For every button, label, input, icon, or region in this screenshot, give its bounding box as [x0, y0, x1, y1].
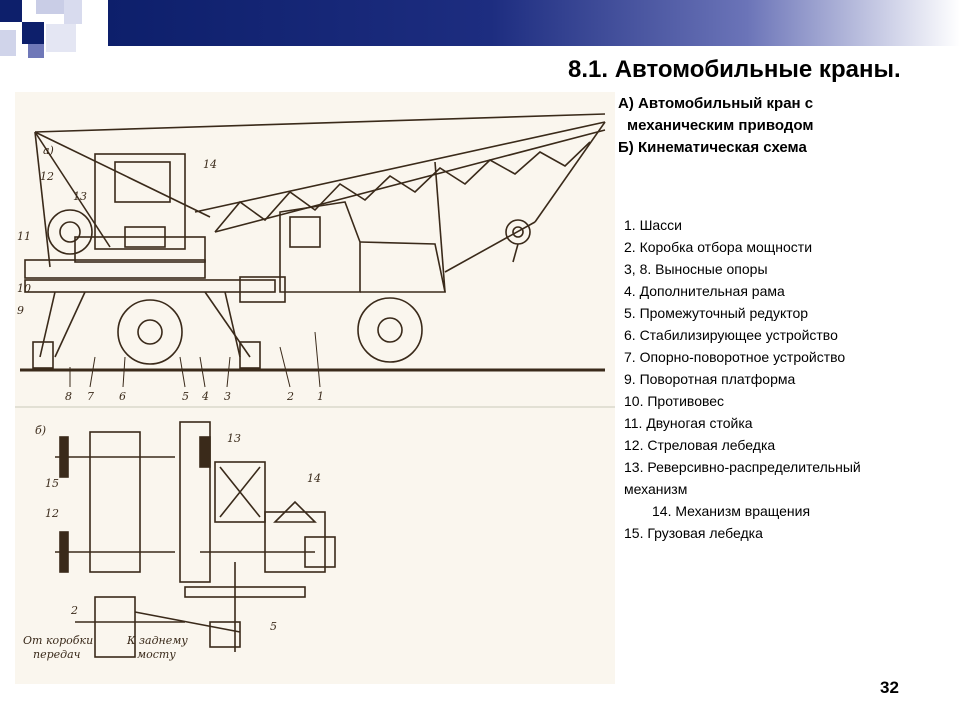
callout-14-scheme: 14 — [307, 472, 321, 485]
caption-from-gearbox-1: От коробки — [23, 634, 93, 647]
crane-drawing-svg: а) б) 12 13 14 11 10 9 8 7 6 5 4 3 2 1 1… — [15, 113, 615, 661]
callout-2-scheme: 2 — [70, 604, 78, 617]
legend-item: 11. Двуногая стойка — [624, 415, 753, 431]
callout-10: 10 — [17, 282, 31, 295]
callout-leaders — [69, 331, 321, 388]
caption-to-rear-axle-1: К заднему — [126, 634, 188, 647]
legend-item: 9. Поворотная платформа — [624, 371, 796, 387]
corner-square-7 — [28, 44, 44, 58]
callout-12-scheme: 12 — [45, 507, 59, 520]
legend-item: 6. Стабилизирующее устройство — [624, 327, 838, 343]
caption-from-gearbox-2: передач — [33, 648, 81, 661]
slide-title: 8.1. Автомобильные краны. — [568, 56, 901, 83]
legend-item: механизм — [624, 481, 688, 497]
callout-13: 13 — [73, 190, 87, 203]
truck-cab — [239, 201, 446, 303]
winch-drum — [47, 209, 206, 263]
subtitle-line-2: механическим приводом — [627, 117, 814, 134]
callout-1: 1 — [317, 390, 324, 403]
subtitle-line-3: Б) Кинематическая схема — [618, 139, 807, 156]
callout-9: 9 — [17, 304, 24, 317]
outriggers — [32, 291, 261, 369]
wheels — [117, 297, 423, 365]
corner-square-1 — [0, 0, 22, 22]
legend-item: 13. Реверсивно-распределительный — [624, 459, 861, 475]
legend-item: 15. Грузовая лебедка — [624, 525, 763, 541]
legend-item: 5. Промежуточный редуктор — [624, 305, 809, 321]
hook-block — [505, 219, 531, 263]
caption-to-rear-axle-2: мосту — [137, 648, 176, 661]
callout-2: 2 — [286, 390, 294, 403]
boom — [34, 113, 606, 293]
subtitle: А) Автомобильный кран с механическим при… — [618, 93, 813, 159]
callout-11: 11 — [17, 230, 31, 243]
legend-item: 4. Дополнительная рама — [624, 283, 785, 299]
callout-12: 12 — [40, 170, 54, 183]
callout-5-scheme: 5 — [270, 620, 277, 633]
callout-15-scheme: 15 — [45, 477, 59, 490]
crane-cab — [34, 131, 211, 268]
legend-item: 12. Стреловая лебедка — [624, 437, 776, 453]
corner-square-5 — [46, 24, 76, 52]
callout-7: 7 — [87, 390, 94, 403]
crane-drawing: а) б) 12 13 14 11 10 9 8 7 6 5 4 3 2 1 1… — [15, 92, 615, 684]
legend-item: 7. Опорно-поворотное устройство — [624, 349, 846, 365]
callout-14: 14 — [203, 158, 217, 171]
title-banner — [108, 0, 960, 46]
subtitle-line-1: А) Автомобильный кран с — [618, 95, 814, 112]
callout-8: 8 — [65, 390, 72, 403]
legend-item-continuation: 14. Механизм вращения — [652, 503, 811, 519]
legend-item: 2. Коробка отбора мощности — [624, 239, 813, 255]
frame-rail — [24, 279, 276, 293]
legend-item: 10. Противовес — [624, 393, 725, 409]
page-number: 32 — [880, 678, 899, 697]
corner-square-4 — [22, 22, 44, 44]
drawing-label-a: а) — [43, 144, 54, 157]
callout-4: 4 — [201, 390, 209, 403]
callout-6: 6 — [119, 390, 126, 403]
turntable-platform — [24, 259, 206, 279]
legend-item: 1. Шасси — [624, 217, 683, 233]
callout-5: 5 — [182, 390, 189, 403]
corner-square-3 — [64, 0, 82, 24]
corner-square-2 — [36, 0, 64, 14]
legend-list: 1. Шасси 2. Коробка отбора мощности 3, 8… — [624, 214, 861, 544]
corner-square-6 — [0, 30, 16, 56]
kinematic-scheme — [15, 406, 615, 658]
callout-13-scheme: 13 — [227, 432, 241, 445]
drawing-label-b: б) — [35, 424, 46, 437]
legend-item: 3, 8. Выносные опоры — [624, 261, 768, 277]
callout-3: 3 — [224, 390, 231, 403]
